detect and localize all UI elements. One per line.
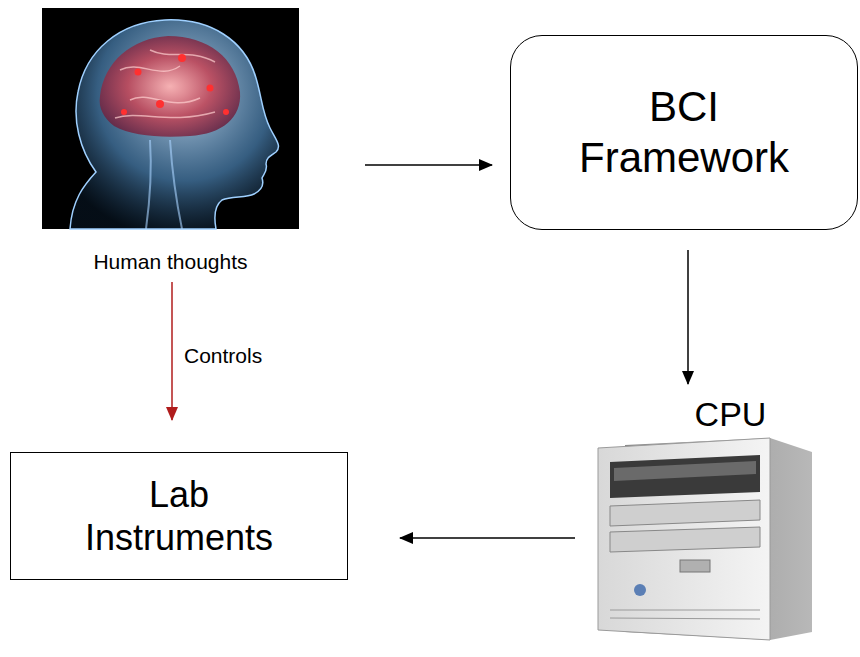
computer-tower-image <box>598 438 812 640</box>
arrow-connector <box>687 250 689 384</box>
computer-node: CPU <box>590 394 815 636</box>
edge-label: Controls <box>184 344 262 368</box>
node-text: CPU <box>590 394 815 435</box>
process-box: Lab Instruments <box>10 452 348 580</box>
arrow-connector <box>400 537 575 539</box>
arrow-connector <box>365 164 492 166</box>
human-head-image <box>42 8 299 229</box>
process-box: BCI Framework <box>510 35 858 230</box>
arrow-connector <box>171 282 173 420</box>
node-text: BCI Framework <box>554 82 814 183</box>
image-node: Human thoughts <box>42 8 299 278</box>
node-text: Lab Instruments <box>79 473 279 559</box>
node-text: Human thoughts <box>42 249 299 274</box>
